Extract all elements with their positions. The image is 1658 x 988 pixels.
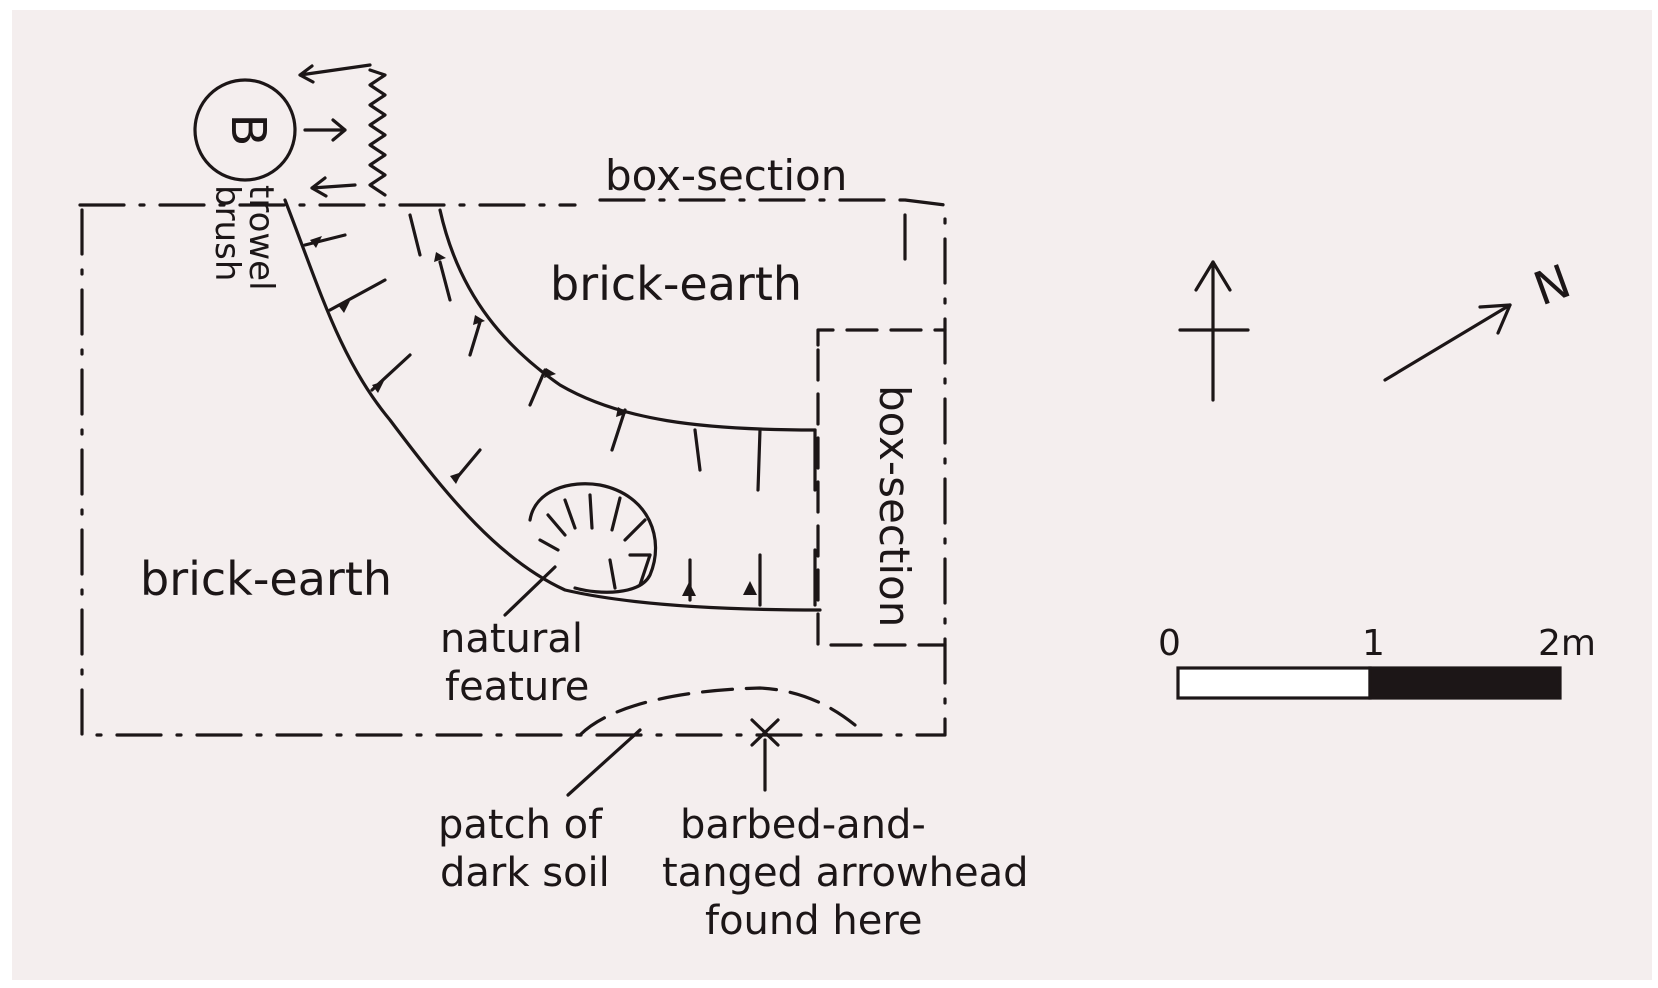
box-section-right-label: box-section xyxy=(870,385,919,627)
north-arrow xyxy=(1383,303,1512,382)
working-direction-arrows xyxy=(298,63,387,198)
trowel-label: trowel xyxy=(241,185,281,291)
patch-label-line2: dark soil xyxy=(440,850,610,896)
natural-feature-label-line2: feature xyxy=(445,664,589,710)
up-arrow-symbol xyxy=(1178,260,1250,402)
patch-leader xyxy=(566,728,642,797)
cut-edge-inner xyxy=(438,208,817,432)
arrowhead-find-mark xyxy=(750,718,780,747)
brick-earth-lower-label: brick-earth xyxy=(140,552,392,606)
site-marker-circle xyxy=(193,78,297,182)
excavation-boundary xyxy=(78,198,947,737)
box-section-top-label: box-section xyxy=(605,151,847,200)
site-marker-label: B xyxy=(220,114,276,147)
north-arrow-label: N xyxy=(1527,254,1578,317)
arrowhead-label-line2: tanged arrowhead xyxy=(662,850,1029,896)
patch-label-line1: patch of xyxy=(438,802,603,848)
arrowhead-label-line3: found here xyxy=(705,898,923,944)
scale-tick-label-0: 0 xyxy=(1158,623,1181,664)
natural-feature-pit xyxy=(528,482,658,594)
brush-label: brush xyxy=(207,185,247,281)
scale-bar-segment-0-1 xyxy=(1176,666,1372,700)
cut-edge-outer xyxy=(283,198,822,612)
brick-earth-upper-label: brick-earth xyxy=(550,257,802,311)
scale-bar-segment-1-2 xyxy=(1368,666,1562,700)
scale-tick-label-2m: 2m xyxy=(1538,623,1596,664)
cut-ticks xyxy=(310,236,757,596)
dark-soil-patch xyxy=(578,686,857,737)
drawing-sheet xyxy=(12,10,1652,980)
scale-tick-label-1: 1 xyxy=(1362,623,1385,664)
arrowhead-label-line1: barbed-and- xyxy=(680,802,926,848)
natural-feature-leader xyxy=(503,565,557,617)
scale-bar xyxy=(1176,666,1562,700)
box-section-right-boundary xyxy=(816,328,947,647)
natural-feature-label-line1: natural xyxy=(440,616,583,662)
